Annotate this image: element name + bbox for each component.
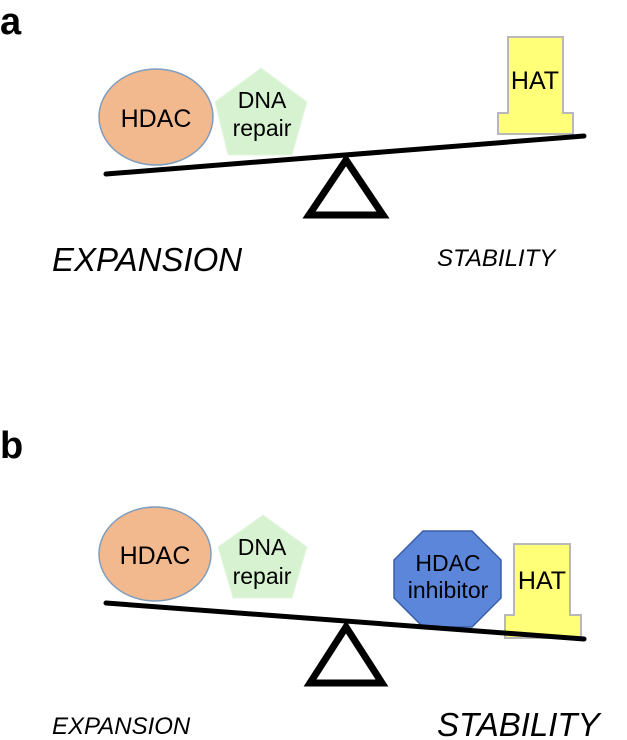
- expansion-label: EXPANSION: [52, 713, 191, 740]
- dna-repair-pentagon-shape: [214, 67, 308, 156]
- dna-repair-label-line2: repair: [233, 115, 292, 141]
- hdac-label: HDAC: [120, 542, 191, 570]
- hdac-inhibitor-octagon-shape: [393, 530, 502, 628]
- fulcrum-triangle: [302, 153, 390, 219]
- panel-a-letter: a: [0, 1, 22, 43]
- fulcrum-triangle: [303, 620, 389, 687]
- hdac-ellipse-shape: [98, 68, 214, 166]
- hat-label: HAT: [518, 567, 566, 595]
- panel-b-hat: HAT: [504, 543, 582, 639]
- panel-b-hdac-inhibitor: HDAC inhibitor: [393, 530, 502, 628]
- panel-b: b HDAC DNA repair HDAC inhibitor HAT EXP…: [0, 425, 602, 740]
- panel-b-letter: b: [0, 425, 23, 467]
- expansion-label: EXPANSION: [52, 241, 242, 278]
- panel-a-dna-repair: DNA repair: [214, 67, 308, 156]
- dna-repair-label-line1: DNA: [238, 87, 287, 113]
- panel-a: a HDAC DNA repair HAT EXPANSION STABILIT…: [0, 1, 587, 278]
- panel-b-hdac: HDAC: [98, 506, 212, 602]
- panel-a-hdac: HDAC: [98, 68, 214, 166]
- dna-repair-label-line2: repair: [233, 563, 292, 589]
- hat-shape: [497, 36, 574, 135]
- panel-b-dna-repair: DNA repair: [217, 514, 308, 599]
- seesaw-beam: [103, 133, 587, 177]
- dna-repair-pentagon-shape: [217, 514, 308, 599]
- hdac-inhibitor-label-line2: inhibitor: [408, 577, 489, 603]
- stability-label: STABILITY: [437, 245, 557, 272]
- hat-label: HAT: [511, 67, 559, 95]
- hdac-ellipse-shape: [98, 506, 212, 602]
- panel-a-hat: HAT: [497, 36, 574, 135]
- seesaw-beam: [103, 600, 587, 642]
- hdac-label: HDAC: [121, 105, 192, 133]
- hdac-inhibitor-label-line1: HDAC: [415, 550, 480, 576]
- dna-repair-label-line1: DNA: [238, 534, 287, 560]
- stability-label: STABILITY: [437, 706, 602, 740]
